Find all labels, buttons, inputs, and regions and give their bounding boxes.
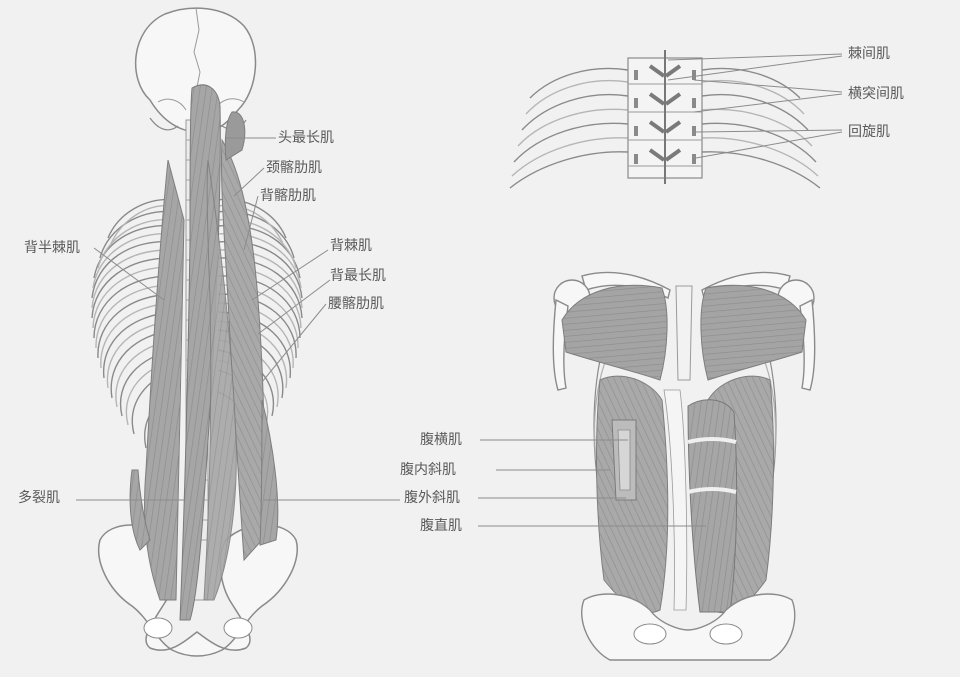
label-semispinalis-thoracis: 背半棘肌 (24, 240, 80, 256)
label-iliocostalis-lumborum: 腰髂肋肌 (328, 296, 384, 312)
label-internal-oblique: 腹内斜肌 (400, 462, 456, 478)
label-longissimus-capitis: 头最长肌 (278, 130, 334, 146)
label-iliocostalis-cervicis: 颈髂肋肌 (266, 160, 322, 176)
front-view-leader-lines (478, 439, 706, 527)
label-longissimus-thoracis: 背最长肌 (330, 268, 386, 284)
back-muscles (129, 84, 279, 621)
spine-detail-figure (509, 50, 843, 189)
vertebrae-column (627, 50, 703, 184)
label-intertransversarii: 横突间肌 (848, 86, 904, 102)
label-multifidus: 多裂肌 (18, 490, 60, 506)
label-external-oblique: 腹外斜肌 (404, 490, 460, 506)
label-rectus-abdominis: 腹直肌 (420, 518, 462, 534)
label-rotatores: 回旋肌 (848, 124, 890, 140)
label-interspinales: 棘间肌 (848, 46, 890, 62)
label-iliocostalis-thoracis: 背髂肋肌 (260, 188, 316, 204)
label-transversus-abdominis: 腹横肌 (420, 432, 462, 448)
back-view-figure (76, 7, 400, 657)
label-spinalis-thoracis: 背棘肌 (330, 238, 372, 254)
front-view-figure (478, 271, 816, 661)
spine-detail-leader-lines (667, 53, 843, 159)
back-view-leader-lines (76, 137, 400, 501)
